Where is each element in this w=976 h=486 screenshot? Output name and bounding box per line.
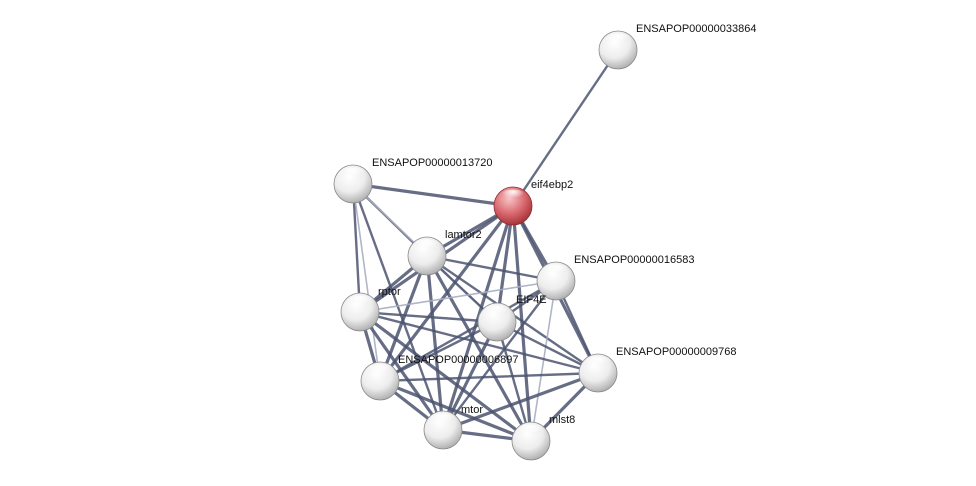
edge-n_6897-n_9768 [378, 371, 600, 383]
edge-n_eif4e-n_6897 [378, 320, 499, 383]
edge-n_13720-n_6897 [352, 183, 381, 382]
node-label-n_9768: ENSAPOP00000009768 [616, 346, 736, 358]
node-n_13720[interactable] [333, 164, 373, 204]
node-label-n_6897: ENSAPOP00000006897 [398, 354, 518, 366]
node-highlight [368, 364, 392, 377]
edge-n_13720-n_eif4ebp2 [351, 182, 515, 208]
node-highlight [501, 189, 525, 202]
edge-n_13720-n_mtor [351, 182, 445, 432]
node-label-n_rptor: rptor [378, 286, 401, 298]
edge-n_lamtor2-n_mlst8 [425, 254, 533, 443]
node-highlight [415, 239, 439, 252]
node-label-n_mtor: mtor [461, 404, 483, 416]
node-highlight [606, 33, 630, 46]
node-highlight [544, 264, 568, 277]
edge-n_6897-n_mlst8 [378, 379, 533, 443]
node-n_mtor[interactable] [423, 410, 463, 450]
edge-n_eif4ebp2-n_mlst8 [511, 204, 533, 443]
node-highlight [431, 413, 455, 426]
nodes-layer [333, 30, 638, 461]
edge-n_16583-n_mlst8 [530, 280, 557, 442]
edge-n_lamtor2-n_6897 [378, 254, 429, 383]
edge-n_eif4ebp2-n_mtor [441, 204, 515, 432]
edge-n_mtor-n_9768 [441, 371, 600, 432]
node-highlight [341, 167, 365, 180]
edge-n_16583-n_rptor [359, 280, 557, 313]
node-highlight [586, 356, 610, 369]
node-label-n_eif4ebp2: eif4ebp2 [531, 179, 573, 191]
node-label-n_13720: ENSAPOP00000013720 [372, 157, 492, 169]
node-highlight [348, 295, 372, 308]
node-label-n_33864: ENSAPOP00000033864 [636, 23, 756, 35]
node-n_16583[interactable] [536, 261, 576, 301]
edge-n_16583-n_6897 [378, 279, 558, 383]
node-highlight [485, 305, 509, 318]
node-n_33864[interactable] [598, 30, 638, 70]
node-n_mlst8[interactable] [511, 421, 551, 461]
node-highlight [519, 424, 543, 437]
edge-n_lamtor2-n_16583 [425, 254, 558, 283]
edge-n_eif4ebp2-n_33864 [511, 48, 620, 208]
edge-n_lamtor2-n_mtor [425, 254, 445, 432]
node-n_rptor[interactable] [340, 292, 380, 332]
edge-n_eif4e-n_mlst8 [495, 320, 533, 443]
node-label-n_eif4e: EIF4E [516, 294, 547, 306]
node-n_6897[interactable] [360, 361, 400, 401]
node-n_eif4e[interactable] [477, 302, 517, 342]
edge-n_rptor-n_mlst8 [358, 310, 533, 443]
node-label-n_16583: ENSAPOP00000016583 [574, 254, 694, 266]
edge-n_eif4e-n_mtor [441, 320, 499, 432]
edge-n_rptor-n_9768 [358, 310, 600, 375]
node-n_9768[interactable] [578, 353, 618, 393]
edge-n_rptor-n_eif4e [358, 310, 499, 324]
edge-n_13720-n_rptor [351, 182, 362, 314]
node-label-n_lamtor2: lamtor2 [445, 229, 482, 241]
node-n_lamtor2[interactable] [407, 236, 447, 276]
node-n_eif4ebp2[interactable] [493, 186, 533, 226]
node-label-n_mlst8: mlst8 [549, 414, 575, 426]
edge-n_16583-n_mtor [441, 279, 558, 432]
edge-n_eif4ebp2-n_eif4e [495, 204, 515, 324]
